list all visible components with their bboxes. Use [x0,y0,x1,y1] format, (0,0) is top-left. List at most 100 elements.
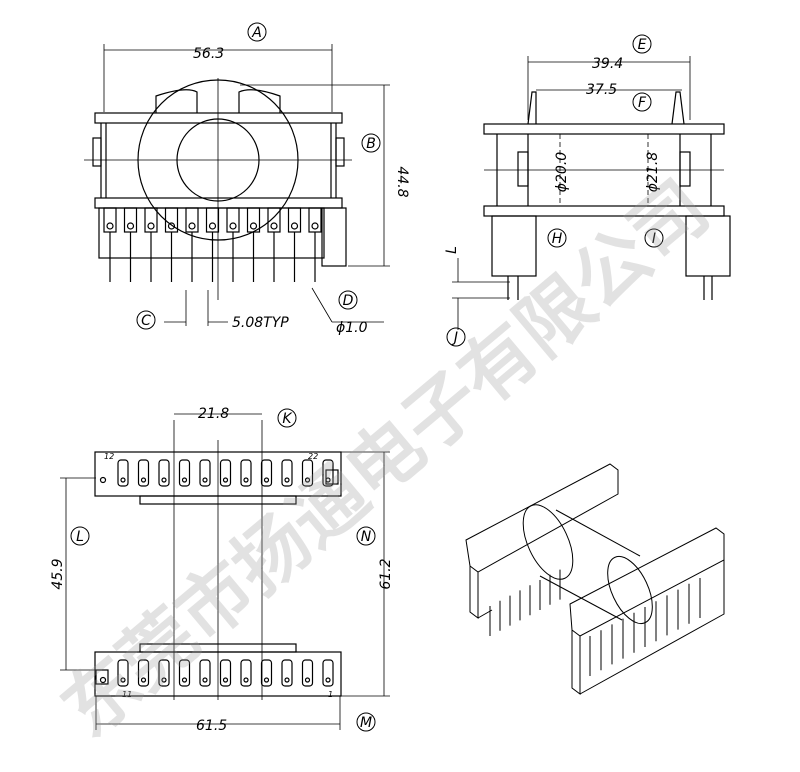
dim-side-inner: 37.5 [586,82,617,98]
marker-m: M [360,715,372,731]
bottom-pin-pad [137,459,150,487]
dim-front-height: 44.8 [394,166,410,197]
bottom-pin-pad [117,659,129,687]
front-pin-post [103,207,117,233]
front-pin-post [287,207,302,233]
marker-n: N [361,529,372,545]
bottom-pin-hole [222,477,229,483]
marker-d: D [343,293,354,309]
bottom-pin-pad [281,459,293,487]
front-view [84,44,390,326]
bottom-pin-pad [199,659,211,687]
dim-bore-outer: ϕ21.8 [645,152,661,193]
front-pin-hole [249,222,258,230]
marker-group: A B C D E F H I J K L N M [70,22,664,732]
bottom-pin-pad [260,659,273,687]
bottom-pin-pad [158,459,170,487]
front-pin-hole [167,222,176,230]
bottom-pin-pad [240,659,252,687]
front-pin-hole [229,222,237,230]
bottom-pin-hole [284,477,290,483]
marker-circle [356,526,376,546]
front-pin-post [308,207,322,233]
front-pin-hole [188,222,196,230]
pin-number-top-left: 12 [104,452,114,461]
isometric-pins [489,569,701,676]
front-pin-post [205,207,220,233]
front-pin-hole [290,222,299,230]
front-pin-hole [147,222,155,230]
marker-i: I [652,231,656,247]
marker-circle [547,228,567,248]
bottom-pin-pad [178,659,191,687]
bottom-pin-hole [222,677,229,683]
bottom-pin-hole [243,677,249,683]
dim-front-width: 56.3 [193,46,224,62]
marker-f: F [638,95,647,111]
bottom-pin-hole [325,677,331,683]
marker-a: A [251,25,262,41]
bottom-pin-hole [120,677,126,683]
marker-circle [136,310,156,330]
dim-row-spacing: 45.9 [50,558,66,589]
bottom-pin-hole [99,476,107,484]
marker-circle [70,526,90,546]
dim-overall-height: 61.2 [378,558,394,589]
marker-h: H [552,231,563,247]
dim-lead-letter: L [444,246,460,254]
bottom-pin-pad [117,459,129,487]
bottom-pin-hole [304,477,311,483]
marker-e: E [638,37,647,53]
bottom-pin-hole [263,477,270,483]
bottom-pin-hole [181,477,188,483]
marker-circle [247,22,267,42]
pin-number-bottom-left: 11 [122,690,132,699]
marker-circle [338,290,358,310]
marker-c: C [141,313,151,329]
bottom-pin-hole [263,677,270,683]
dim-pin-span: 21.8 [198,406,229,422]
bottom-pin-hole [99,676,107,684]
bottom-pin-rows [99,459,334,687]
marker-b: B [366,136,376,152]
bottom-pin-hole [304,677,311,683]
marker-circle [446,327,466,347]
marker-l: L [76,529,84,545]
front-pin-post [267,207,281,233]
front-pin-post [185,207,199,233]
bottom-pin-hole [202,677,208,683]
bottom-pin-pad [301,659,314,687]
front-pin-hole [106,222,114,230]
dim-overall-width: 61.5 [196,718,227,734]
bottom-pin-pad [240,459,252,487]
marker-k: K [282,411,293,427]
bottom-pin-hole [243,477,249,483]
dim-pin-diameter: ϕ1.0 [336,320,368,336]
dim-pin-pitch: 5.08TYP [232,315,289,331]
front-pin-post [226,207,240,233]
bottom-pin-pad [322,659,334,687]
isometric-view [465,463,725,695]
bottom-pin-hole [140,677,147,683]
front-pin-row [103,207,322,282]
bottom-pin-pad [178,459,191,487]
bottom-pin-hole [181,677,188,683]
bottom-pin-pad [137,659,150,687]
front-pin-hole [208,222,217,230]
front-pin-hole [126,222,135,230]
bottom-pin-pad [219,459,232,487]
pin-number-bottom-right: 1 [328,690,333,699]
bottom-view [60,413,390,730]
marker-j: J [451,330,458,346]
bottom-pin-pad [219,659,232,687]
bottom-pin-pad [158,659,170,687]
bottom-pin-pad [199,459,211,487]
bottom-pin-pad [260,459,273,487]
dim-bore-inner: ϕ20.0 [554,152,570,193]
pin-number-top-right: 22 [308,452,318,461]
front-pin-post [123,207,138,233]
marker-circle [632,92,652,112]
marker-circle [277,408,297,428]
marker-circle [644,228,664,248]
dim-side-outer: 39.4 [592,56,623,72]
